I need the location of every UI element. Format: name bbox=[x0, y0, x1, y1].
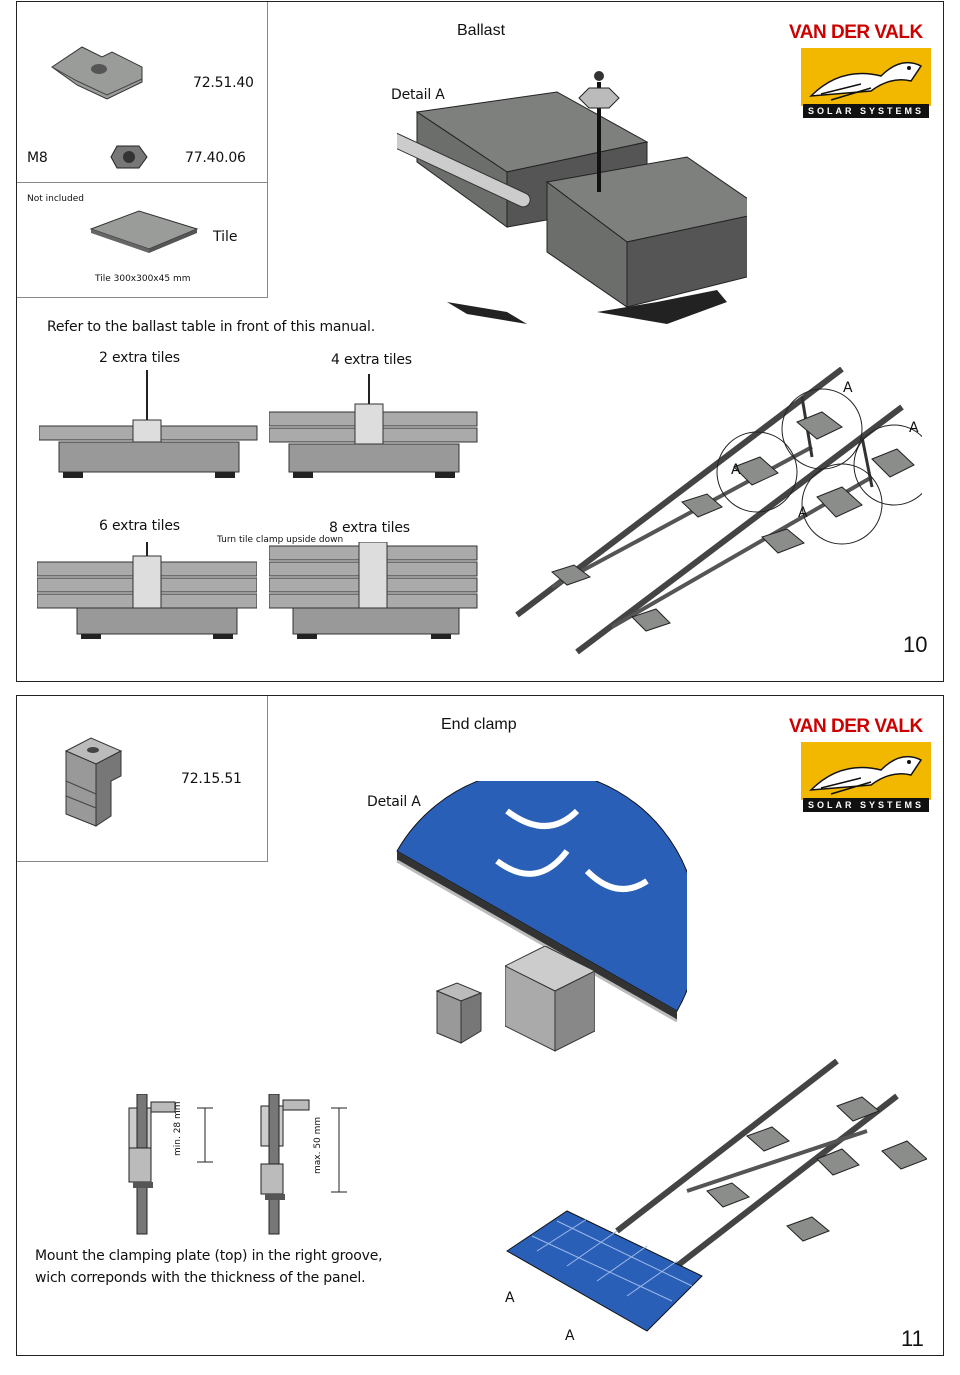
config-label: 4 extra tiles bbox=[331, 352, 412, 368]
end-clamp-small bbox=[435, 982, 483, 1044]
part-code: 72.51.40 bbox=[193, 75, 254, 91]
rail-profile bbox=[505, 946, 595, 1052]
page-number: 10 bbox=[903, 632, 928, 657]
ballast-detail-illustration bbox=[397, 71, 747, 324]
part-code: 77.40.06 bbox=[185, 150, 246, 166]
dimension-line-max bbox=[331, 1107, 347, 1193]
detail-marker: A bbox=[909, 420, 919, 436]
parts-box bbox=[17, 696, 268, 862]
van-der-valk-logo: VAN DER VALK SOLAR SYSTEMS bbox=[787, 716, 937, 816]
manual-page-11: End clamp VAN DER VALK SOLAR SYSTEMS 72.… bbox=[16, 695, 944, 1356]
page-number: 11 bbox=[901, 1326, 924, 1351]
part-label: M8 bbox=[27, 150, 48, 166]
parts-box bbox=[17, 2, 268, 298]
tile-dimensions: Tile 300x300x45 mm bbox=[95, 274, 191, 284]
dimension-line-min bbox=[197, 1107, 213, 1163]
config-8-tiles-drawing bbox=[269, 542, 478, 639]
mounting-frame-overview bbox=[515, 367, 922, 655]
detail-marker: A bbox=[565, 1328, 575, 1344]
end-clamp-detail-illustration bbox=[396, 781, 687, 1023]
config-2-tiles-drawing bbox=[39, 370, 258, 478]
nut-icon bbox=[110, 145, 148, 169]
not-included-label: Not included bbox=[27, 194, 84, 204]
end-clamp-image bbox=[64, 737, 123, 827]
divider bbox=[17, 182, 267, 183]
turn-note: Turn tile clamp upside down bbox=[217, 535, 344, 545]
detail-marker: A bbox=[731, 462, 741, 478]
tile-clamp-image bbox=[51, 46, 143, 100]
clamp-instruction-line2: wich correponds with the thickness of th… bbox=[35, 1270, 366, 1286]
detail-marker: A bbox=[798, 505, 808, 521]
max-dimension-label: max. 50 mm bbox=[313, 1116, 323, 1174]
detail-label: Detail A bbox=[367, 794, 421, 810]
tile-label: Tile bbox=[213, 229, 238, 245]
ballast-instruction: Refer to the ballast table in front of t… bbox=[47, 319, 375, 335]
frame-with-panel-overview bbox=[506, 1058, 927, 1332]
page-title: Ballast bbox=[457, 22, 506, 39]
clamp-section-min bbox=[128, 1094, 176, 1235]
detail-marker: A bbox=[843, 380, 853, 396]
config-label: 2 extra tiles bbox=[99, 350, 180, 366]
clamp-instruction-line1: Mount the clamping plate (top) in the ri… bbox=[35, 1248, 383, 1264]
manual-page-10: Ballast VAN DER VALK SOLAR SYSTEMS 72.51… bbox=[16, 1, 944, 682]
config-label: 8 extra tiles bbox=[329, 520, 410, 536]
config-6-tiles-drawing bbox=[37, 542, 257, 639]
clamp-section-max bbox=[260, 1094, 310, 1235]
config-4-tiles-drawing bbox=[269, 374, 478, 478]
page-title: End clamp bbox=[441, 716, 517, 733]
van-der-valk-logo: VAN DER VALK SOLAR SYSTEMS bbox=[787, 22, 937, 122]
tile-image bbox=[89, 210, 199, 253]
detail-marker: A bbox=[505, 1290, 515, 1306]
part-code: 72.15.51 bbox=[181, 771, 242, 787]
min-dimension-label: min. 28 mm bbox=[173, 1101, 183, 1156]
config-label: 6 extra tiles bbox=[99, 518, 180, 534]
detail-label: Detail A bbox=[391, 87, 445, 103]
